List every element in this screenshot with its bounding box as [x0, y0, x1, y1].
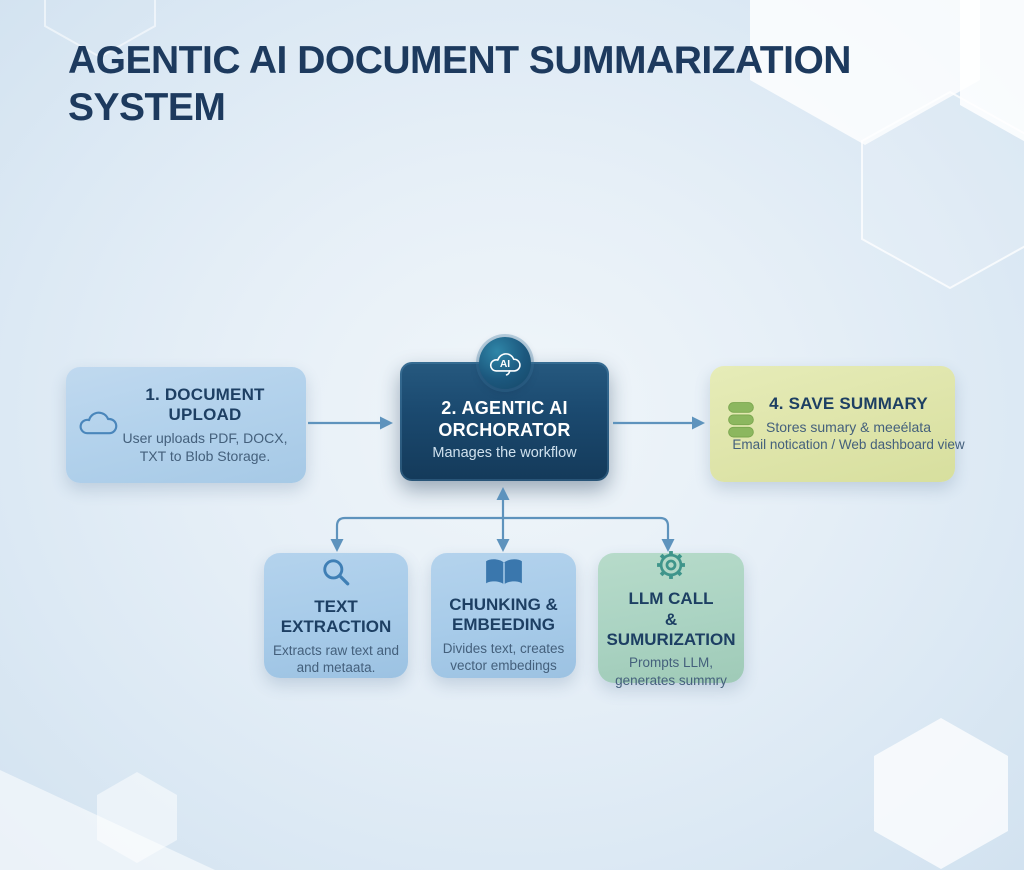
arrowhead-down-left — [330, 539, 344, 552]
llm-body: Prompts LLM, generates summry — [615, 655, 727, 688]
text-extraction-body: Extracts raw text and and metaata. — [272, 642, 400, 675]
gear-icon — [653, 547, 689, 583]
page-title: AGENTIC AI DOCUMENT SUMMARIZATION SYSTEM — [68, 39, 851, 129]
magnifier-icon — [318, 555, 354, 591]
chunking-heading: CHUNKING & EMBEEDING — [449, 594, 558, 635]
node-chunking-embedding: CHUNKING & EMBEEDING Divides text, creat… — [431, 553, 576, 678]
node-text-extraction: TEXT EXTRACTION Extracts raw text and an… — [264, 553, 408, 678]
book-icon — [483, 557, 525, 589]
arrowhead-down-center — [496, 539, 510, 552]
arrowhead-right-2 — [692, 416, 705, 430]
orchestrator-heading: 2. AGENTIC AI ORCHORATOR — [438, 397, 571, 440]
upload-heading: 1. DOCUMENT UPLOAD — [145, 384, 265, 425]
node-save-summary: 4. SAVE SUMMARY Stores sumary & meeélata… — [710, 366, 965, 482]
upload-body: User uploads PDF, DOCX, TXT to Blob Stor… — [122, 430, 288, 465]
connector-right-branch — [503, 516, 670, 540]
save-heading: 4. SAVE SUMMARY — [769, 394, 928, 414]
arrowhead-right-1 — [380, 416, 393, 430]
ai-badge-icon: AI — [479, 337, 531, 389]
save-body: Stores sumary & meeélata Email noticatio… — [732, 419, 965, 453]
svg-text:AI: AI — [500, 359, 510, 370]
connector-left-branch — [335, 516, 503, 540]
database-icon — [726, 400, 756, 444]
node-llm-call-summarization: LLM CALL & SUMURIZATION Prompts LLM, gen… — [598, 551, 744, 688]
text-extraction-heading: TEXT EXTRACTION — [280, 596, 392, 637]
orchestrator-body: Manages the workflow — [432, 445, 577, 462]
llm-heading: LLM CALL & SUMURIZATION — [606, 589, 736, 649]
chunking-body: Divides text, creates vector embedings — [442, 640, 565, 673]
cloud-icon — [78, 409, 118, 439]
arrowhead-up — [496, 487, 510, 500]
node-document-upload: 1. DOCUMENT UPLOAD User uploads PDF, DOC… — [66, 367, 306, 483]
